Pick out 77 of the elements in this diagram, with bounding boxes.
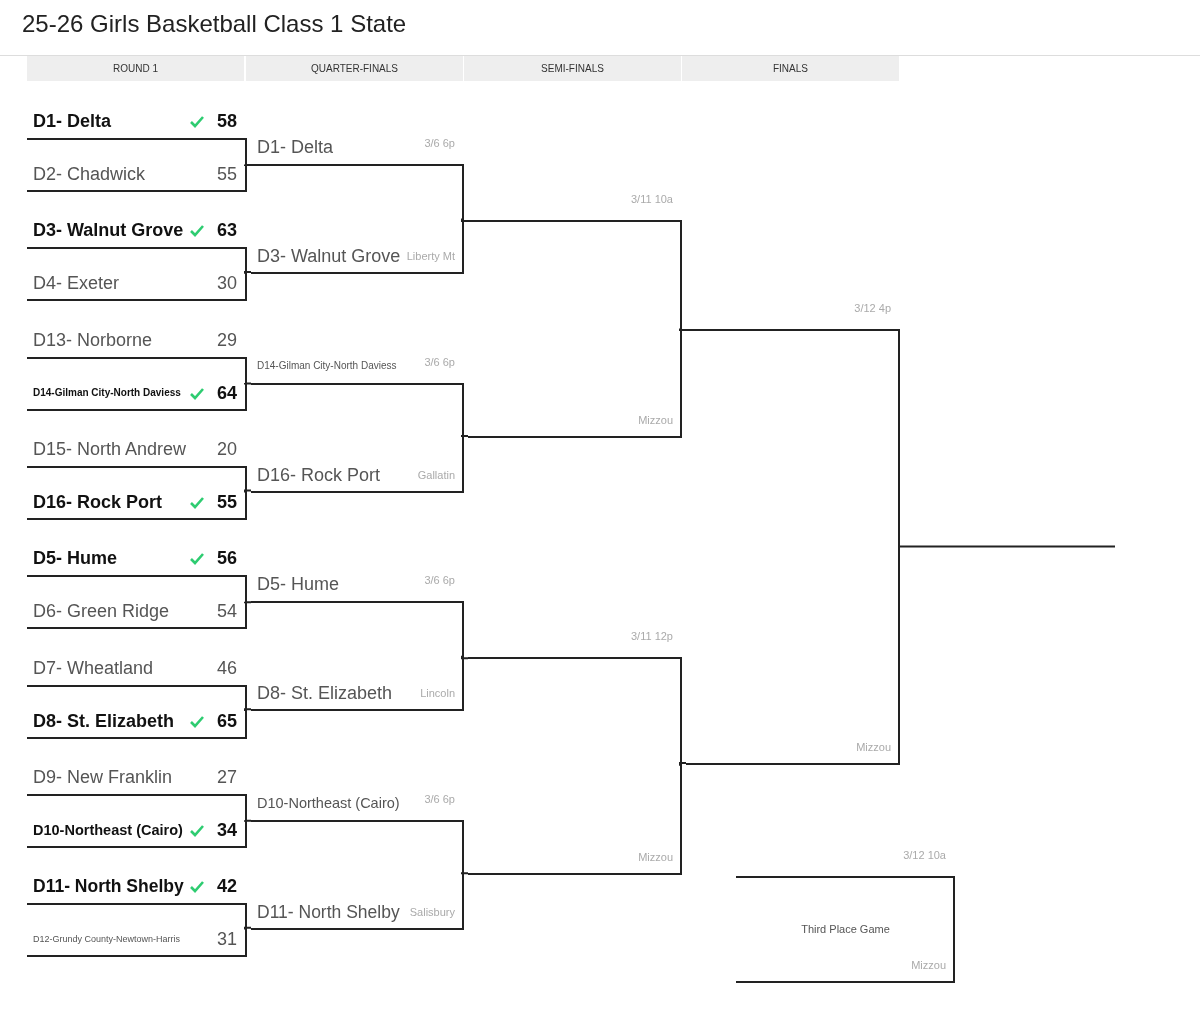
game-date: 3/6 6p [424, 136, 455, 151]
team-name: D14-Gilman City-North Daviess [257, 358, 398, 373]
game-date: 3/11 12p [631, 629, 673, 645]
page-title: 25-26 Girls Basketball Class 1 State [22, 10, 407, 38]
score: 20 [215, 437, 237, 461]
game-date: 3/6 6p [424, 354, 455, 370]
team-name: D6- Green Ridge [33, 600, 171, 624]
bracket-line [244, 271, 252, 275]
score: 65 [215, 709, 237, 733]
bracket-line [897, 545, 1116, 548]
team-name: D1- Delta [257, 136, 335, 159]
venue: Mizzou [638, 850, 673, 866]
team-name: D12-Grundy County-Newtown-Harris [33, 933, 182, 947]
team-name: D16- Rock Port [257, 463, 382, 487]
team-name: D5- Hume [33, 547, 118, 571]
venue: Mizzou [638, 413, 673, 428]
team-name: D3- Walnut Grove [257, 245, 402, 268]
team-name: D8- St. Elizabeth [33, 709, 176, 733]
column-header: QUARTER-FINALS [246, 56, 463, 81]
score: 55 [215, 163, 237, 186]
score: 54 [215, 600, 237, 624]
venue: Liberty Mt [406, 249, 455, 264]
score: 46 [215, 656, 237, 680]
score: 55 [215, 490, 237, 514]
game-date: 3/6 6p [424, 573, 455, 589]
team-name: D5- Hume [257, 573, 341, 597]
bracket-line [244, 926, 252, 931]
team-name: D4- Exeter [33, 272, 121, 296]
team-name: D11- North Shelby [33, 875, 185, 899]
bracket-line [244, 489, 252, 494]
column-header: FINALS [682, 56, 899, 81]
bracket-line [461, 217, 469, 222]
game-title: Third Place Game [800, 922, 891, 937]
score: 30 [215, 272, 237, 296]
bracket-line [679, 762, 687, 767]
team-name: D7- Wheatland [33, 656, 155, 680]
venue: Mizzou [911, 958, 946, 973]
venue: Lincoln [420, 686, 455, 702]
team-name: D13- Norborne [33, 328, 154, 352]
score: 63 [215, 219, 237, 243]
score: 34 [215, 818, 237, 842]
score: 56 [215, 547, 237, 571]
bracket-line [244, 163, 252, 166]
column-header: SEMI-FINALS [464, 56, 681, 81]
team-name: D10-Northeast (Cairo) [257, 793, 401, 813]
game-date: 3/11 10a [631, 192, 673, 207]
team-name: D16- Rock Port [33, 490, 164, 514]
team-name: D8- St. Elizabeth [257, 682, 394, 706]
column-header: ROUND 1 [27, 56, 244, 81]
bracket-line [244, 382, 252, 385]
venue: Mizzou [856, 740, 891, 755]
score: 58 [215, 110, 237, 133]
team-name: D2- Chadwick [33, 163, 147, 186]
team-name: D3- Walnut Grove [33, 219, 185, 243]
bracket-line [244, 708, 252, 712]
team-name: D14-Gilman City-North Daviess [33, 385, 182, 400]
team-name: D11- North Shelby [257, 900, 401, 924]
venue: Gallatin [417, 467, 455, 483]
bracket-line [244, 819, 252, 822]
score: 64 [215, 381, 237, 405]
bracket-line [244, 600, 252, 604]
score: 31 [215, 928, 237, 952]
team-name: D10-Northeast (Cairo) [33, 820, 184, 840]
score: 29 [215, 328, 237, 352]
bracket-line [461, 872, 469, 876]
bracket-line [679, 327, 687, 331]
bracket-line [461, 654, 469, 660]
team-name: D1- Delta [33, 110, 113, 133]
venue: Salisbury [409, 904, 455, 920]
team-name: D9- New Franklin [33, 765, 174, 789]
team-name: D15- North Andrew [33, 437, 187, 461]
game-date: 3/12 10a [903, 848, 946, 863]
score: 27 [215, 765, 237, 789]
bracket-line [461, 435, 469, 439]
score: 42 [215, 875, 237, 899]
game-date: 3/6 6p [424, 791, 455, 807]
game-date: 3/12 4p [854, 301, 891, 316]
